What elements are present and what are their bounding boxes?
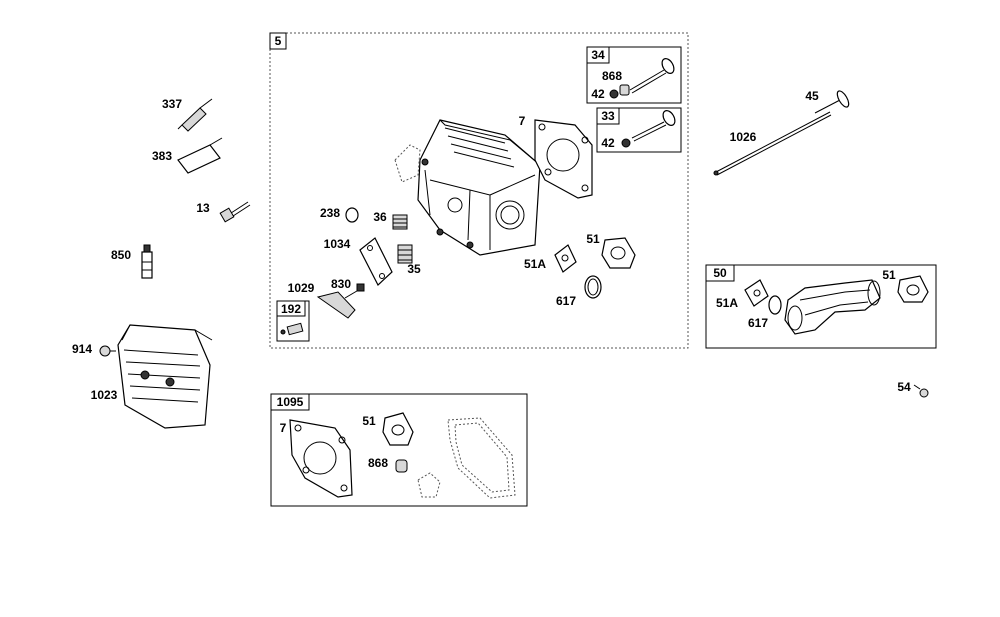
label-51: 51: [586, 232, 600, 246]
label-868: 868: [602, 69, 622, 83]
push-rod-1026-icon: [713, 111, 832, 176]
label-50-51a: 51A: [716, 296, 738, 310]
label-383: 383: [152, 149, 172, 163]
label-51a: 51A: [524, 257, 546, 271]
label-45: 45: [805, 89, 819, 103]
gasket-51a-icon: [554, 244, 577, 273]
label-1034: 1034: [324, 237, 351, 251]
intake-manifold-icon: [784, 279, 881, 335]
group-34-frame: 34 868 42: [586, 46, 682, 104]
label-50-51: 51: [882, 268, 896, 282]
label-35: 35: [407, 262, 421, 276]
group-50-frame: 50 51 51A 617: [705, 264, 937, 349]
label-1026: 1026: [730, 130, 757, 144]
plug-cover-383-icon: [177, 137, 223, 174]
screw-830-icon: [344, 283, 365, 299]
gasket-51-b-icon: [897, 275, 929, 303]
group-5-label: 5: [275, 34, 282, 48]
kit-seal-868-icon: [395, 459, 408, 473]
group-50-label: 50: [713, 266, 727, 280]
group-1095-frame: 1095 7 51 868: [270, 393, 528, 507]
kit-label-868: 868: [368, 456, 388, 470]
group-1095-label: 1095: [277, 395, 304, 409]
spring-36-icon: [392, 214, 408, 230]
label-42-b: 42: [601, 136, 615, 150]
kit-gasket-51-icon: [382, 412, 414, 446]
label-7: 7: [519, 114, 526, 128]
group-34-label: 34: [591, 48, 605, 62]
label-36: 36: [373, 210, 387, 224]
group-192-frame: 192: [276, 300, 310, 342]
tube-850-icon: [141, 244, 153, 279]
gasket-51a-b-icon: [744, 279, 769, 307]
plate-1034-icon: [359, 237, 393, 286]
valve-45-icon: [814, 90, 850, 114]
group-33-label: 33: [601, 109, 615, 123]
label-13: 13: [196, 201, 210, 215]
group-5-frame: 5: [269, 32, 689, 349]
valve-33-icon: [621, 110, 676, 148]
label-1029: 1029: [288, 281, 315, 295]
plug-238-icon: [345, 207, 359, 223]
rocker-1029-icon: [316, 291, 356, 319]
kit-head-gasket-icon: [289, 419, 353, 498]
label-914: 914: [72, 342, 92, 356]
label-50-617: 617: [748, 316, 768, 330]
label-337: 337: [162, 97, 182, 111]
label-1023: 1023: [91, 388, 118, 402]
label-830: 830: [331, 277, 351, 291]
kit-cover-gasket-icon: [447, 417, 516, 499]
bolt-13-icon: [219, 201, 251, 223]
o-ring-617-b-icon: [768, 295, 782, 315]
pin-192-icon: [280, 322, 304, 336]
intake-gasket-51-icon: [601, 237, 636, 269]
valve-34-icon: [609, 58, 675, 99]
screw-914-icon: [99, 345, 116, 357]
spring-35-icon: [397, 244, 413, 264]
label-617: 617: [556, 294, 576, 308]
breather-gasket-icon: [394, 144, 421, 183]
label-238: 238: [320, 206, 340, 220]
cylinder-head-icon: [417, 119, 541, 256]
head-gasket-icon: [534, 119, 593, 199]
label-42-a: 42: [591, 87, 605, 101]
kit-label-7: 7: [280, 421, 287, 435]
group-192-label: 192: [281, 302, 301, 316]
kit-label-51: 51: [362, 414, 376, 428]
rocker-cover-1023-icon: [117, 324, 213, 429]
spark-plug-337-icon: [177, 98, 213, 132]
o-ring-617-icon: [584, 275, 602, 299]
label-54: 54: [897, 380, 911, 394]
screw-54-icon: [913, 384, 929, 398]
group-33-frame: 33 42: [596, 107, 682, 153]
label-850: 850: [111, 248, 131, 262]
